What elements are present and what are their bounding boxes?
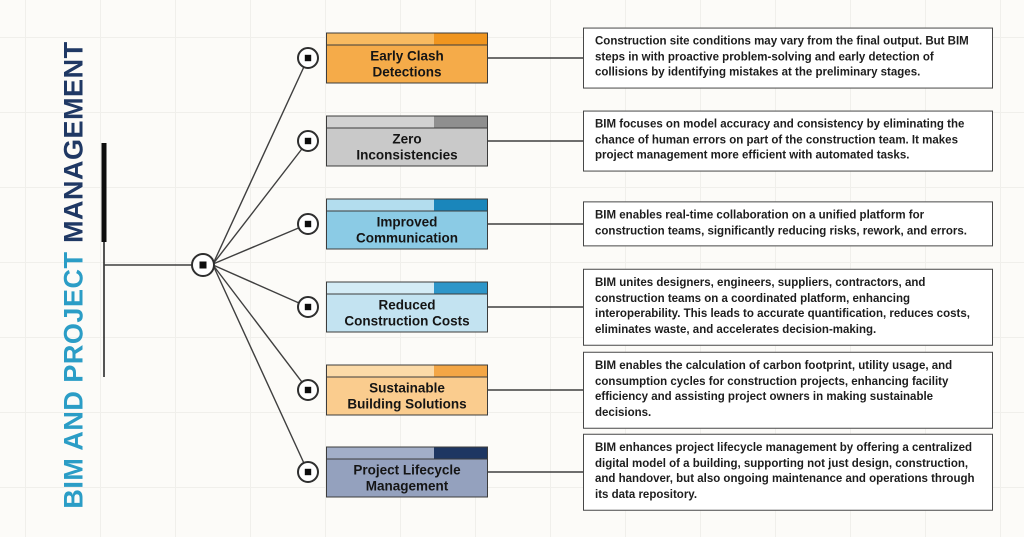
branch-title-line: Improved [376,214,438,230]
branch-node-icon-6[interactable] [297,461,319,483]
branch-box-sustainable-building-solutions[interactable]: Sustainable Building Solutions [326,364,488,416]
description-text: BIM enables the calculation of carbon fo… [595,359,953,419]
branch-box-header-strip [327,365,487,378]
branch-line-6 [212,264,309,473]
branch-title-line: Communication [355,230,458,245]
strip-dark-segment [434,33,487,45]
branch-node-icon-5[interactable] [297,379,319,401]
branch-box-zero-inconsistencies[interactable]: Zero Inconsistencies [326,115,488,167]
branch-node-icon-2[interactable] [297,130,319,152]
branch-box-improved-communication[interactable]: Improved Communication [326,198,488,250]
strip-dark-segment [434,116,487,128]
description-box-sustainable-building-solutions: BIM enables the calculation of carbon fo… [583,351,993,429]
branch-box-body: Improved Communication [327,211,487,249]
page-title-part1: BIM AND PROJECT [58,251,89,509]
strip-dark-segment [434,282,487,294]
strip-dark-segment [434,365,487,377]
description-text: BIM enhances project lifecycle managemen… [595,441,975,501]
branch-box-body: Project Lifecycle Management [327,459,487,497]
branch-title-line: Project Lifecycle [353,462,461,478]
branch-title-line: Building Solutions [347,396,467,411]
strip-dark-segment [434,447,487,459]
branch-box-early-clash-detections[interactable]: Early Clash Detections [326,32,488,84]
branch-line-3 [212,223,309,265]
branch-title-line: Reduced [378,297,436,313]
description-box-improved-communication: BIM enables real-time collaboration on a… [583,201,993,247]
branch-box-body: Early Clash Detections [327,45,487,83]
description-box-early-clash-detections: Construction site conditions may vary fr… [583,27,993,89]
description-box-zero-inconsistencies: BIM focuses on model accuracy and consis… [583,110,993,172]
strip-light-segment [327,447,435,459]
branch-title-line: Management [365,478,449,493]
branch-line-2 [212,140,309,265]
strip-light-segment [327,365,435,377]
strip-light-segment [327,199,435,211]
branch-node-icon-3[interactable] [297,213,319,235]
branch-node-icon-4[interactable] [297,296,319,318]
description-box-project-lifecycle-management: BIM enhances project lifecycle managemen… [583,433,993,511]
branch-box-header-strip [327,116,487,129]
hub-node-icon[interactable] [191,253,215,277]
branch-line-4 [212,264,309,308]
branch-box-header-strip [327,33,487,46]
strip-light-segment [327,116,435,128]
description-text: BIM enables real-time collaboration on a… [595,209,967,237]
branch-title-line: Early Clash [370,48,444,64]
description-text: BIM unites designers, engineers, supplie… [595,276,970,336]
branch-box-body: Sustainable Building Solutions [327,377,487,415]
branch-line-1 [212,57,309,265]
strip-dark-segment [434,199,487,211]
branch-title-line: Zero [392,131,422,147]
branch-box-header-strip [327,199,487,212]
branch-box-header-strip [327,282,487,295]
strip-light-segment [327,282,435,294]
branch-box-body: Zero Inconsistencies [327,128,487,166]
branch-box-reduced-construction-costs[interactable]: Reduced Construction Costs [326,281,488,333]
branch-title-line: Inconsistencies [356,147,458,162]
branch-title-line: Sustainable [369,380,445,396]
branch-line-5 [212,264,309,391]
description-text: BIM focuses on model accuracy and consis… [595,118,965,162]
branch-box-body: Reduced Construction Costs [327,294,487,332]
page-title: BIM AND PROJECT MANAGEMENT [59,41,90,508]
branch-node-icon-1[interactable] [297,47,319,69]
strip-light-segment [327,33,435,45]
branch-title-line: Detections [372,64,442,79]
branch-title-line: Construction Costs [344,313,470,328]
page-title-part2: MANAGEMENT [58,41,89,243]
description-box-reduced-construction-costs: BIM unites designers, engineers, supplie… [583,268,993,346]
branch-box-project-lifecycle-management[interactable]: Project Lifecycle Management [326,446,488,498]
branch-box-header-strip [327,447,487,460]
title-bracket-bar [101,143,107,242]
description-text: Construction site conditions may vary fr… [595,35,969,79]
